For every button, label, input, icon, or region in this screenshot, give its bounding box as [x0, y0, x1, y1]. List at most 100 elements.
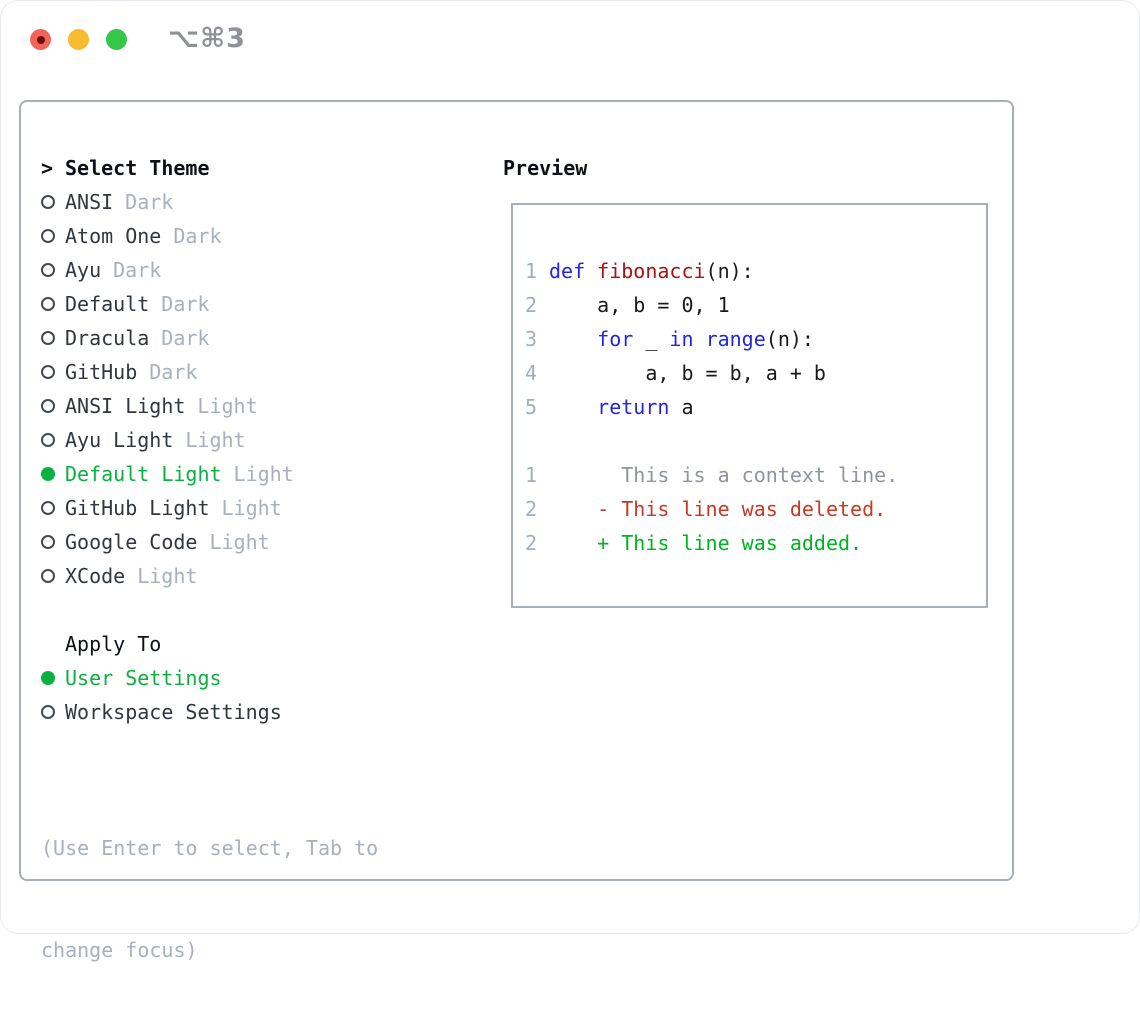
preview-line: 4 a, b = b, a + b [525, 356, 986, 390]
apply-option-label: User Settings [65, 666, 222, 690]
radio-icon [41, 501, 55, 515]
hint-line-1: (Use Enter to select, Tab to [41, 836, 379, 860]
theme-name: ANSI Light [65, 394, 186, 418]
apply-option-workspace-settings[interactable]: Workspace Settings [41, 695, 503, 729]
radio-icon [41, 705, 55, 719]
close-button[interactable] [30, 29, 51, 50]
theme-variant-tag: Light [137, 564, 198, 588]
radio-icon [41, 399, 55, 413]
theme-name: Ayu [65, 258, 102, 282]
theme-option-ansi[interactable]: ANSI Dark [41, 185, 503, 219]
select-theme-title: Select Theme [65, 156, 210, 180]
theme-variant-tag: Light [221, 496, 282, 520]
select-theme-heading: > Select Theme [41, 151, 503, 185]
theme-option-github-light[interactable]: GitHub Light Light [41, 491, 503, 525]
theme-option-ayu[interactable]: Ayu Dark [41, 253, 503, 287]
theme-option-atom-one[interactable]: Atom One Dark [41, 219, 503, 253]
radio-icon [41, 365, 55, 379]
code-token: (n): [765, 327, 814, 351]
preview-line: 1 def fibonacci(n): [525, 254, 986, 288]
radio-icon [41, 263, 55, 277]
radio-icon [41, 195, 55, 209]
theme-variant-tag: Dark [113, 258, 162, 282]
radio-icon [41, 433, 55, 447]
theme-name: Google Code [65, 530, 198, 554]
theme-name: GitHub Light [65, 496, 210, 520]
code-token: def [549, 259, 586, 283]
preview-line: 2 + This line was added. [525, 526, 986, 560]
hint-line-2: change focus) [41, 938, 198, 962]
theme-option-google-code[interactable]: Google Code Light [41, 525, 503, 559]
code-token: a, b = b, a + b [549, 361, 826, 385]
theme-name: GitHub [65, 360, 138, 384]
zoom-button[interactable] [106, 29, 127, 50]
theme-variant-tag: Dark [173, 224, 222, 248]
theme-variant-tag: Light [197, 394, 258, 418]
code-token: - This line was deleted. [549, 497, 887, 521]
apply-option-label: Workspace Settings [65, 700, 282, 724]
apply-to-heading: Apply To [41, 627, 503, 661]
theme-variant-tag: Dark [161, 326, 210, 350]
preview-line: 2 - This line was deleted. [525, 492, 986, 526]
code-token: a, b = 0, 1 [549, 293, 730, 317]
line-number: 1 [525, 463, 538, 487]
theme-option-dracula[interactable]: Dracula Dark [41, 321, 503, 355]
window-title-shortcut: ⌥⌘3 [168, 23, 246, 54]
theme-variant-tag: Light [185, 428, 246, 452]
apply-option-user-settings[interactable]: User Settings [41, 661, 503, 695]
theme-name: Dracula [65, 326, 150, 350]
radio-selected-icon [41, 671, 55, 685]
radio-icon [41, 535, 55, 549]
line-number: 2 [525, 293, 538, 317]
preview-line: 2 a, b = 0, 1 [525, 288, 986, 322]
theme-name: Ayu Light [65, 428, 174, 452]
theme-variant-tag: Dark [125, 190, 174, 214]
code-token: _ [633, 327, 670, 351]
theme-option-ansi-light[interactable]: ANSI Light Light [41, 389, 503, 423]
theme-name: Default [65, 292, 150, 316]
hint-text: (Use Enter to select, Tab to change focu… [41, 763, 503, 1035]
theme-variant-tag: Dark [161, 292, 210, 316]
code-token: fibonacci [597, 259, 706, 283]
line-number: 1 [525, 259, 538, 283]
minimize-button[interactable] [68, 29, 89, 50]
code-token: return [597, 395, 670, 419]
code-token: a [669, 395, 694, 419]
radio-icon [41, 297, 55, 311]
radio-icon [41, 331, 55, 345]
theme-option-default-light[interactable]: Default Light Light [41, 457, 503, 491]
code-token: (n): [705, 259, 754, 283]
record-dot-icon [36, 35, 45, 44]
theme-variant-tag: Light [233, 462, 294, 486]
line-number: 3 [525, 327, 538, 351]
code-token: range [705, 327, 766, 351]
theme-name: Atom One [65, 224, 162, 248]
theme-variant-tag: Light [209, 530, 270, 554]
theme-option-ayu-light[interactable]: Ayu Light Light [41, 423, 503, 457]
preview-heading: Preview [503, 156, 588, 180]
preview-line: 5 return a [525, 390, 986, 424]
theme-option-default[interactable]: Default Dark [41, 287, 503, 321]
preview-line [525, 424, 986, 458]
theme-name: Default Light [65, 462, 222, 486]
prompt-caret-icon: > [41, 156, 54, 180]
code-token [585, 259, 597, 283]
preview-line [525, 220, 986, 254]
theme-name: ANSI [65, 190, 114, 214]
radio-icon [41, 569, 55, 583]
code-token: This is a context line. [549, 463, 899, 487]
titlebar: ⌥⌘3 [1, 1, 1139, 99]
code-token [694, 327, 706, 351]
preview-line: 3 for _ in range(n): [525, 322, 986, 356]
code-token [549, 327, 597, 351]
line-number: 2 [525, 497, 538, 521]
radio-selected-icon [41, 467, 55, 481]
